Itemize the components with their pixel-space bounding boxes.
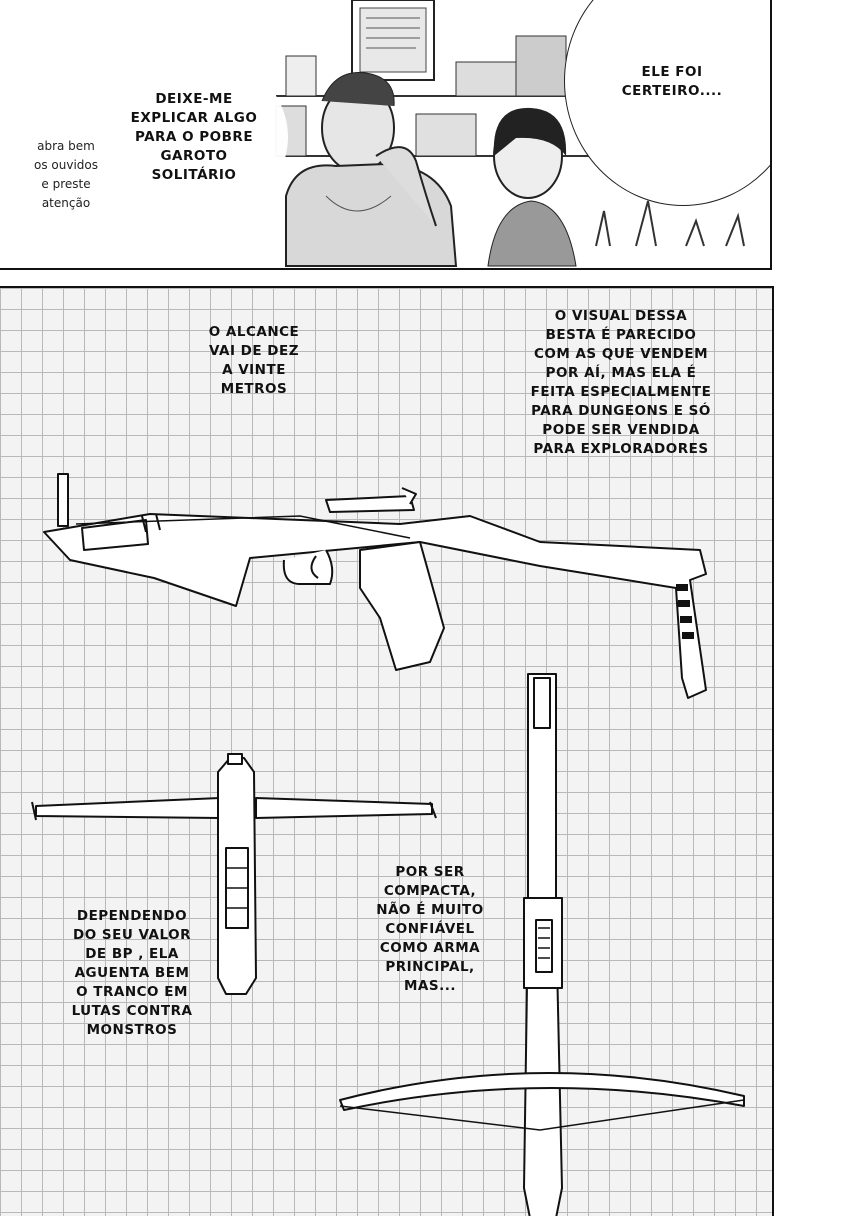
range-text: O ALCANCE VAI DE DEZ A VINTE METROS [208, 324, 300, 397]
speech-text-left: DEIXE-ME EXPLICAR ALGO PARA O POBRE GARO… [130, 91, 258, 183]
speech-text-right: ELE FOI CERTEIRO.... [621, 64, 723, 99]
speech-bubble-left [96, 52, 288, 222]
crossbow-side-view [31, 473, 745, 1216]
blueprint-panel: O ALCANCE VAI DE DEZ A VINTE METROS O VI… [0, 286, 774, 1216]
top-panel: DEIXE-ME EXPLICAR ALGO PARA O POBRE GARO… [0, 0, 772, 270]
shop-background [275, 0, 745, 267]
visual-text: O VISUAL DESSA BESTA É PARECIDO COM AS Q… [530, 308, 712, 457]
aside-text: abra bem os ouvidos e preste atenção [33, 139, 98, 210]
bp-text: DEPENDENDO DO SEU VALOR DE BP , ELA AGUE… [71, 908, 193, 1038]
grid-background [0, 288, 772, 1216]
compact-text: POR SER COMPACTA, NÃO É MUITO CONFIÁVEL … [376, 864, 484, 994]
